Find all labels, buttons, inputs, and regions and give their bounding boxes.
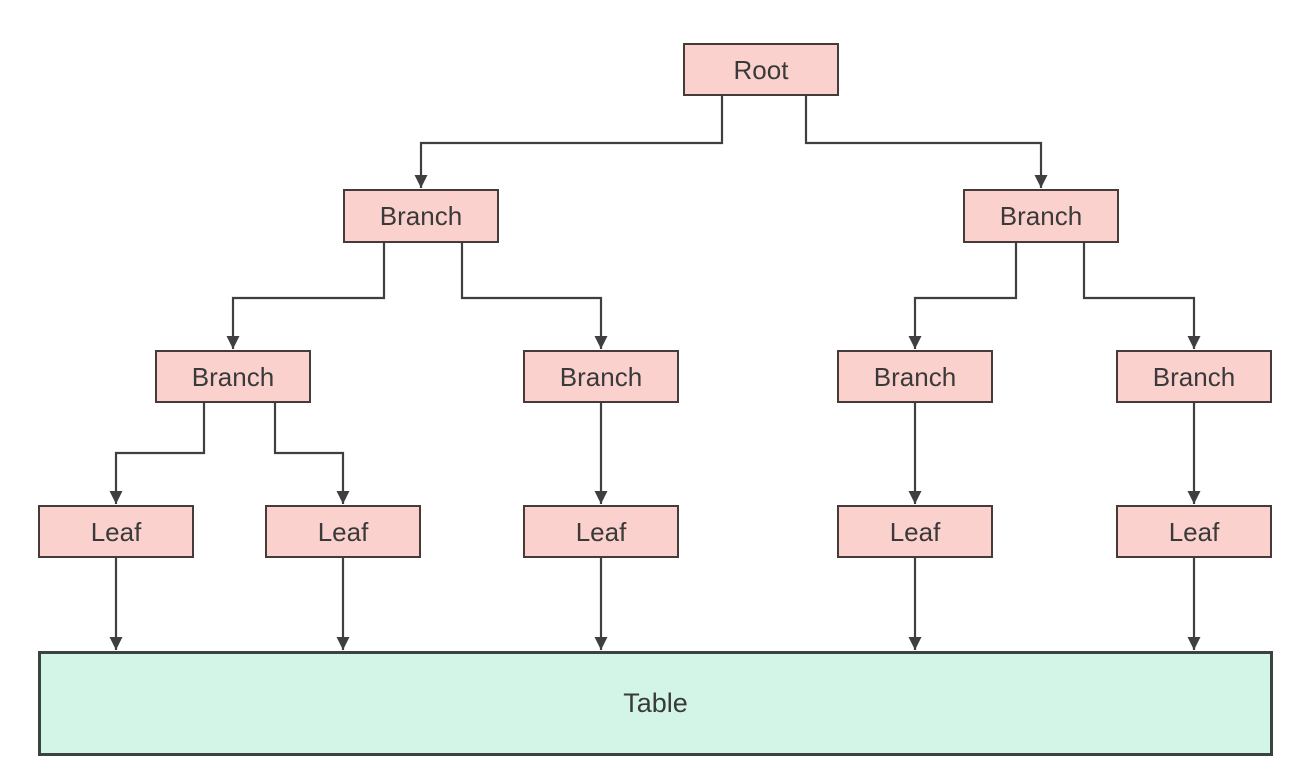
edge-root-branch-r [804, 96, 1048, 188]
edge-branchll-leaf1 [109, 403, 206, 504]
node-table: Table [38, 651, 1273, 756]
edge-root-branch-l [414, 96, 724, 188]
node-branch-lr: Branch [523, 350, 679, 403]
node-branch-right: Branch [963, 189, 1119, 243]
node-leaf-3: Leaf [523, 505, 679, 558]
node-branch-rl: Branch [837, 350, 993, 403]
node-branch-rr: Branch [1116, 350, 1272, 403]
node-leaf-1: Leaf [38, 505, 194, 558]
node-root: Root [683, 43, 839, 96]
node-leaf-5: Leaf [1116, 505, 1272, 558]
edge-branchr-branchrl [908, 243, 1018, 349]
node-branch-left: Branch [343, 189, 499, 243]
edge-branchr-branchrr [1082, 243, 1201, 349]
edge-branchl-branchll [226, 243, 386, 349]
node-leaf-4: Leaf [837, 505, 993, 558]
node-branch-ll: Branch [155, 350, 311, 403]
node-leaf-2: Leaf [265, 505, 421, 558]
edge-branchl-branchlr [460, 243, 608, 349]
edge-branchll-leaf2 [273, 403, 350, 504]
